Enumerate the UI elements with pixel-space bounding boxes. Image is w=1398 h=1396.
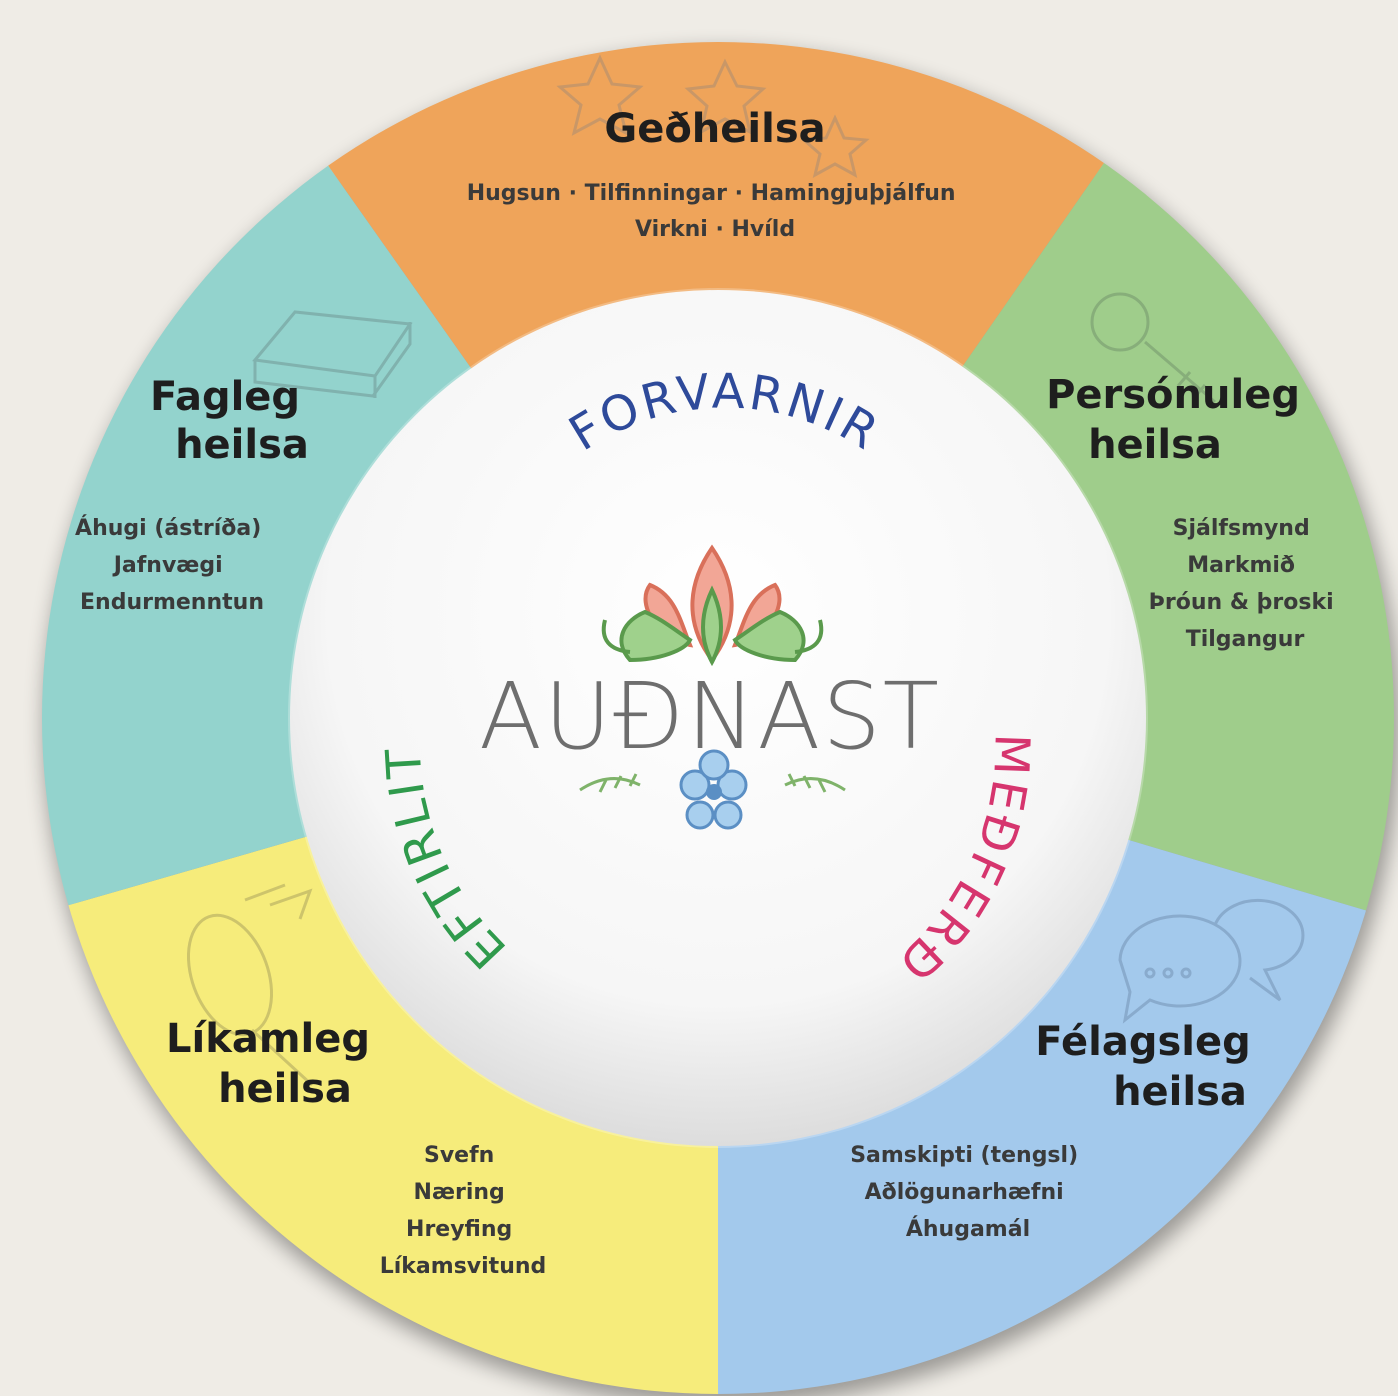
seg-title-personuleg: Persónuleg heilsa (1046, 372, 1314, 468)
stars-icon (556, 54, 870, 178)
seg-items-personuleg: Sjálfsmynd Markmið Þróun & þroski Tilgan… (1149, 516, 1342, 652)
magnifier-icon (1090, 292, 1216, 404)
lotus-logo-icon (601, 544, 824, 667)
seg-items-likamleg: Svefn Næring Hreyfing Líkamsvitund (380, 1143, 547, 1279)
seg-title-gedheilsa: Geðheilsa (604, 106, 825, 152)
seg-items-fagleg: Áhugi (ástríða) Jafnvægi Endurmenntun (75, 515, 269, 615)
center-disc (290, 290, 1146, 1146)
racket-icon (186, 883, 314, 1087)
seg-title-likamleg: Líkamleg heilsa (166, 1016, 384, 1112)
seg-items-felagsleg: Samskipti (tengsl) Aðlögunarhæfni Áhugam… (850, 1143, 1086, 1242)
segment-labels: Geðheilsa Hugsun · Tilfinningar · Haming… (75, 106, 1342, 1279)
seg-title-felagsleg: Félagsleg heilsa (1035, 1019, 1264, 1115)
seg-title-fagleg: Fagleg heilsa (150, 374, 314, 468)
speech-bubbles-icon (1118, 898, 1305, 1024)
seg-items-gedheilsa: Hugsun · Tilfinningar · Hamingjuþjálfun … (467, 181, 964, 242)
book-icon (252, 310, 413, 398)
flower-ornament-icon (579, 749, 846, 830)
